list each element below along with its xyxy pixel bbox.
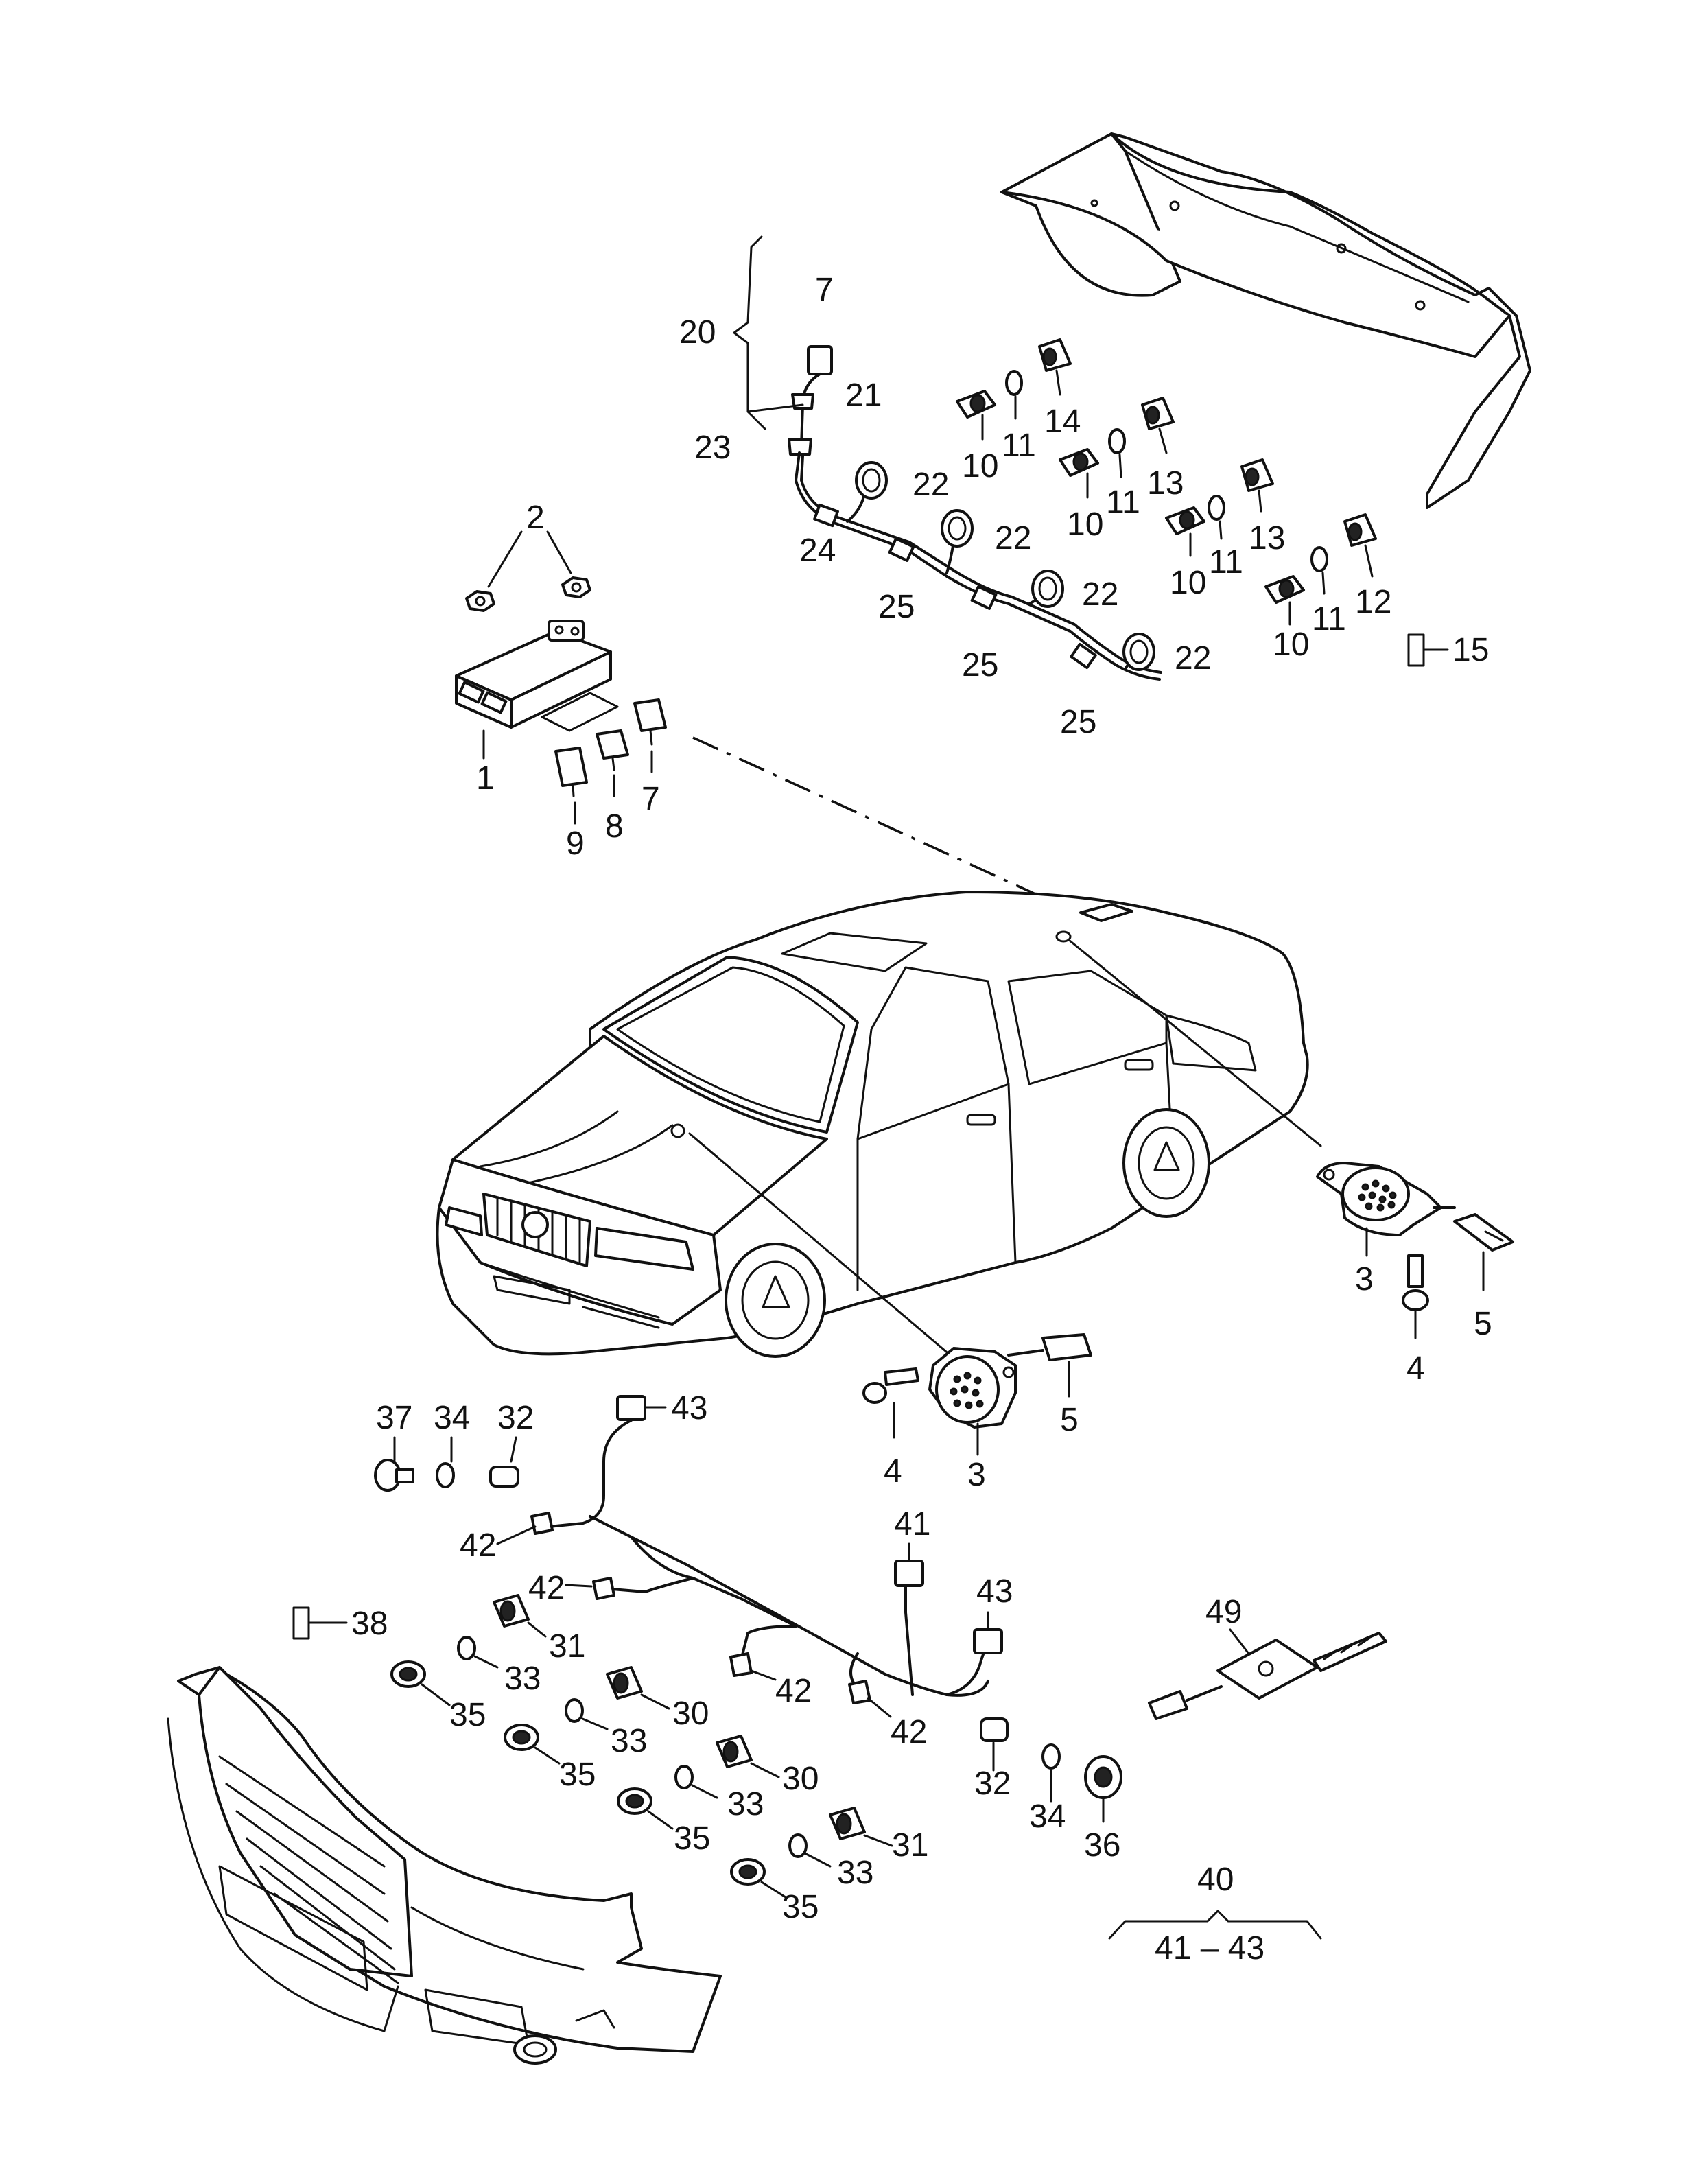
label-32-b: 32	[974, 1765, 1011, 1802]
label-10-b: 10	[1067, 506, 1103, 543]
label-35-b: 35	[559, 1757, 596, 1793]
label-33-b: 33	[611, 1723, 647, 1759]
front-buzzer-leader	[688, 1132, 952, 1357]
label-13-a: 13	[1147, 465, 1184, 502]
label-31-b: 31	[892, 1827, 928, 1864]
label-9: 9	[566, 825, 585, 862]
label-8: 8	[605, 808, 624, 845]
label-7-control-unit: 7	[642, 781, 660, 817]
label-5-rear: 5	[1474, 1306, 1492, 1342]
label-12: 12	[1355, 584, 1391, 620]
label-22-b: 22	[995, 520, 1031, 556]
label-35-c: 35	[674, 1820, 710, 1857]
label-10-c: 10	[1170, 565, 1206, 601]
label-34-b: 34	[1029, 1798, 1066, 1835]
label-10-a: 10	[962, 448, 998, 484]
label-22-c: 22	[1082, 576, 1118, 613]
front-bumper[interactable]	[167, 1666, 722, 2065]
label-11-a: 11	[1002, 427, 1036, 464]
rear-buzzer-leader	[1068, 939, 1322, 1147]
label-42-c: 42	[775, 1673, 812, 1709]
rear-bumper[interactable]	[1000, 132, 1531, 509]
label-1: 1	[476, 760, 495, 797]
label-42-d: 42	[891, 1714, 927, 1750]
label-41: 41	[894, 1506, 930, 1542]
label-38: 38	[351, 1606, 388, 1642]
label-11-c: 11	[1209, 544, 1243, 580]
label-11-b: 11	[1106, 484, 1140, 521]
label-35-d: 35	[782, 1889, 819, 1925]
kit-40-bracket	[1108, 1910, 1322, 1940]
label-43-b: 43	[976, 1573, 1013, 1610]
label-20: 20	[679, 314, 716, 351]
label-42-a: 42	[460, 1527, 496, 1564]
label-33-c: 33	[727, 1786, 764, 1822]
rear-warning-buzzer[interactable]	[1316, 1162, 1514, 1339]
label-31-a: 31	[549, 1628, 585, 1665]
rear-sensor-wiring-harness[interactable]	[733, 235, 1162, 681]
label-36: 36	[1084, 1827, 1120, 1864]
label-25-b: 25	[962, 647, 998, 683]
car-body	[436, 891, 1309, 1358]
parking-aid-control-unit[interactable]	[455, 530, 667, 825]
label-2: 2	[526, 500, 545, 536]
item-15-marker	[1407, 633, 1449, 667]
label-43-a: 43	[671, 1390, 707, 1426]
item-49-cable-tie[interactable]	[1148, 1628, 1387, 1720]
label-42-b: 42	[528, 1570, 565, 1606]
label-40: 40	[1197, 1862, 1234, 1898]
label-35-a: 35	[449, 1697, 486, 1733]
label-33-d: 33	[837, 1855, 873, 1891]
label-7-top: 7	[815, 272, 834, 308]
front-sensor-wiring-harness[interactable]	[496, 1395, 1003, 1718]
label-41-43: 41 – 43	[1155, 1930, 1264, 1966]
reference-labels: 1 2 3 3 4 4 5 5 7 7 8 9 10 10 10 10 11 1…	[351, 272, 1492, 1966]
label-3-rear: 3	[1355, 1261, 1374, 1298]
label-22-d: 22	[1175, 640, 1211, 677]
front-parking-sensors[interactable]	[374, 1436, 1122, 1899]
label-30-a: 30	[672, 1695, 709, 1732]
label-14: 14	[1044, 403, 1081, 440]
label-22-a: 22	[913, 467, 949, 503]
label-32-a: 32	[497, 1400, 534, 1436]
label-30-b: 30	[782, 1761, 819, 1797]
label-11-d: 11	[1312, 601, 1346, 637]
label-13-b: 13	[1249, 520, 1285, 556]
label-23: 23	[694, 430, 731, 466]
rear-parking-sensors[interactable]	[956, 338, 1377, 626]
front-warning-buzzer[interactable]	[862, 1333, 1092, 1456]
label-37: 37	[376, 1400, 412, 1436]
label-34-a: 34	[434, 1400, 470, 1436]
label-15: 15	[1452, 632, 1489, 668]
install-location-line	[692, 736, 1092, 921]
label-49: 49	[1205, 1594, 1242, 1630]
label-21: 21	[845, 377, 882, 414]
label-5-front: 5	[1060, 1402, 1079, 1438]
label-3-front: 3	[967, 1457, 986, 1493]
label-10-d: 10	[1273, 626, 1309, 663]
label-25-a: 25	[878, 589, 915, 625]
label-4-rear: 4	[1407, 1350, 1425, 1387]
item-38-marker	[292, 1606, 348, 1640]
label-25-c: 25	[1060, 704, 1096, 740]
label-33-a: 33	[504, 1660, 541, 1697]
label-4-front: 4	[884, 1453, 902, 1490]
label-24: 24	[799, 532, 836, 569]
